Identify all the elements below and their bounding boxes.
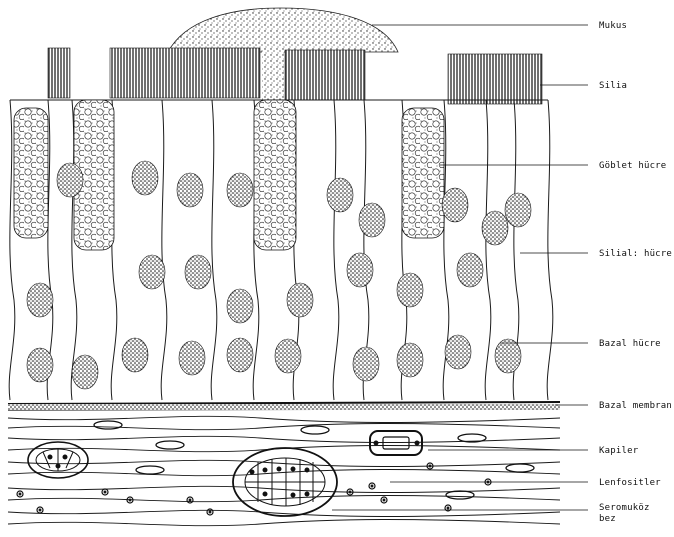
cell-boundary	[547, 100, 553, 400]
lymphocyte-core	[349, 491, 351, 493]
cilia-tuft	[48, 48, 70, 98]
lymphocyte-core	[39, 509, 41, 511]
cell-nucleus	[72, 355, 98, 389]
lymphocyte-core	[447, 507, 449, 509]
cell-nucleus	[185, 255, 211, 289]
fibroblast	[506, 464, 534, 472]
connective-fiber	[8, 416, 560, 422]
lymphocyte-core	[104, 491, 106, 493]
label-silia: Silia	[599, 81, 627, 91]
seromucous-gland	[233, 448, 337, 516]
goblet-cell	[254, 100, 296, 250]
cell-nucleus	[122, 338, 148, 372]
cell-nucleus	[482, 211, 508, 245]
lymphocyte-core	[209, 511, 211, 513]
fibroblast	[301, 426, 329, 434]
cilia-tuft	[448, 54, 542, 104]
cell-boundary	[485, 100, 491, 400]
connective-fiber	[8, 424, 560, 430]
label-seromucous: Seromuköz	[599, 503, 650, 513]
cell-nucleus	[227, 173, 253, 207]
cell-nucleus	[445, 335, 471, 369]
label-gland: bez	[599, 514, 616, 524]
fibroblast	[136, 466, 164, 474]
connective-fiber	[8, 520, 560, 526]
label-ciliated-cell: Silial: hücre	[599, 249, 672, 259]
cell-boundary	[211, 100, 217, 400]
cell-nucleus	[179, 341, 205, 375]
cell-nucleus	[442, 188, 468, 222]
cell-nucleus	[227, 289, 253, 323]
lymphocyte-core	[129, 499, 131, 501]
cilia-tuft	[285, 50, 365, 100]
fibroblast	[94, 421, 122, 429]
cilia-tuft	[110, 48, 260, 98]
label-basal-membrane: Bazal membran	[599, 401, 672, 411]
cell-nucleus	[397, 343, 423, 377]
label-mukus: Mukus	[599, 21, 627, 31]
cell-layer	[9, 100, 553, 400]
cell-nucleus	[177, 173, 203, 207]
basal-membrane	[8, 402, 560, 410]
lymphocyte-core	[189, 499, 191, 501]
cell-nucleus	[27, 348, 53, 382]
fibroblast	[446, 491, 474, 499]
cell-nucleus	[495, 339, 521, 373]
connective-fiber	[8, 460, 560, 466]
lymphocyte-core	[19, 493, 21, 495]
cell-nucleus	[397, 273, 423, 307]
lymphocyte-core	[429, 465, 431, 467]
cell-nucleus	[139, 255, 165, 289]
cell-boundary	[161, 100, 167, 400]
cell-nucleus	[505, 193, 531, 227]
connective-fiber	[8, 486, 560, 492]
goblet-cell	[402, 108, 444, 238]
cell-nucleus	[227, 338, 253, 372]
connective-tissue	[8, 416, 560, 525]
connective-fiber	[8, 496, 560, 502]
label-capillary: Kapiler	[599, 446, 638, 456]
cell-boundary	[333, 100, 339, 400]
cell-nucleus	[57, 163, 83, 197]
label-basal-cell: Bazal hücre	[599, 339, 661, 349]
mucus-strand	[262, 50, 284, 100]
connective-fiber	[8, 470, 560, 476]
cell-nucleus	[347, 253, 373, 287]
cilia-group	[48, 48, 542, 104]
cell-nucleus	[359, 203, 385, 237]
cell-nucleus	[327, 178, 353, 212]
cell-nucleus	[275, 339, 301, 373]
cell-nucleus	[457, 253, 483, 287]
fibroblast	[156, 441, 184, 449]
label-goblet-cell: Göblet hücre	[599, 161, 666, 171]
cell-nucleus	[27, 283, 53, 317]
mucus-layer	[168, 8, 398, 52]
lymphocyte-core	[383, 499, 385, 501]
lymphocyte-core	[371, 485, 373, 487]
cell-nucleus	[132, 161, 158, 195]
cell-nucleus	[353, 347, 379, 381]
cell-nucleus	[287, 283, 313, 317]
goblet-cell	[14, 108, 48, 238]
capillary	[370, 431, 422, 455]
label-lymphocytes: Lenfositler	[599, 478, 661, 488]
